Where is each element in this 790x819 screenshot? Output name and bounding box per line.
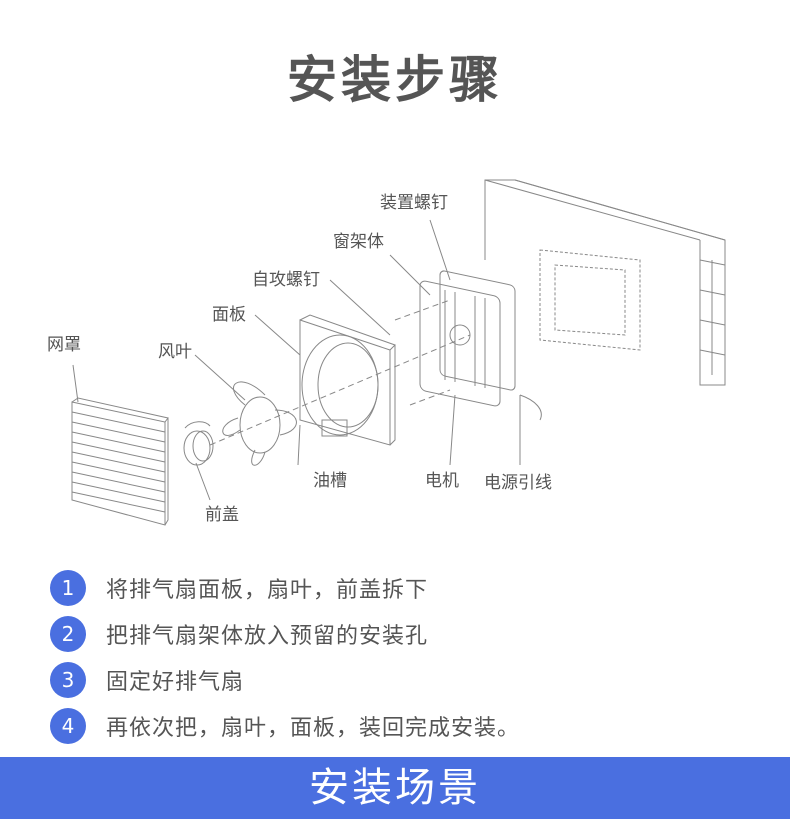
step-text: 把排气扇架体放入预留的安装孔 — [106, 624, 429, 649]
window-frame — [419, 270, 516, 407]
grille — [71, 397, 169, 526]
step-item: 2 把排气扇架体放入预留的安装孔 — [50, 611, 520, 657]
step-item: 4 再依次把，扇叶，面板，装回完成安装。 — [50, 703, 520, 749]
label-mount-screw: 装置螺钉 — [380, 193, 448, 213]
panel — [299, 314, 396, 446]
label-grille: 网罩 — [47, 335, 81, 355]
label-power-cord: 电源引线 — [484, 473, 552, 493]
label-oil-groove: 油槽 — [313, 471, 347, 491]
front-cover — [183, 421, 214, 466]
step-item: 1 将排气扇面板，扇叶，前盖拆下 — [50, 565, 520, 611]
fan-exploded-illustration — [71, 179, 726, 526]
step-text: 固定好排气扇 — [106, 670, 245, 695]
exploded-diagram: 网罩 风叶 前盖 面板 自攻螺钉 窗架体 装置螺钉 油槽 电机 电源引线 — [0, 170, 790, 540]
step-number-badge: 2 — [50, 616, 86, 652]
power-cord-line — [519, 394, 542, 421]
step-number-badge: 3 — [50, 662, 86, 698]
step-text: 再依次把，扇叶，面板，装回完成安装。 — [106, 716, 521, 741]
section-banner: 安装场景 — [0, 757, 790, 819]
label-motor: 电机 — [425, 471, 459, 491]
step-text: 将排气扇面板，扇叶，前盖拆下 — [106, 578, 429, 603]
step-item: 3 固定好排气扇 — [50, 657, 520, 703]
label-front-cover: 前盖 — [205, 505, 239, 525]
label-tapping-screw: 自攻螺钉 — [252, 270, 320, 290]
step-number-badge: 4 — [50, 708, 86, 744]
fan-blade — [222, 381, 297, 466]
brick-wall — [484, 179, 726, 386]
label-panel: 面板 — [212, 305, 246, 325]
label-window-frame: 窗架体 — [333, 232, 384, 252]
page-title: 安装步骤 — [287, 51, 503, 109]
step-number-badge: 1 — [50, 570, 86, 606]
installation-steps: 1 将排气扇面板，扇叶，前盖拆下 2 把排气扇架体放入预留的安装孔 3 固定好排… — [50, 565, 520, 749]
label-blade: 风叶 — [158, 342, 192, 362]
